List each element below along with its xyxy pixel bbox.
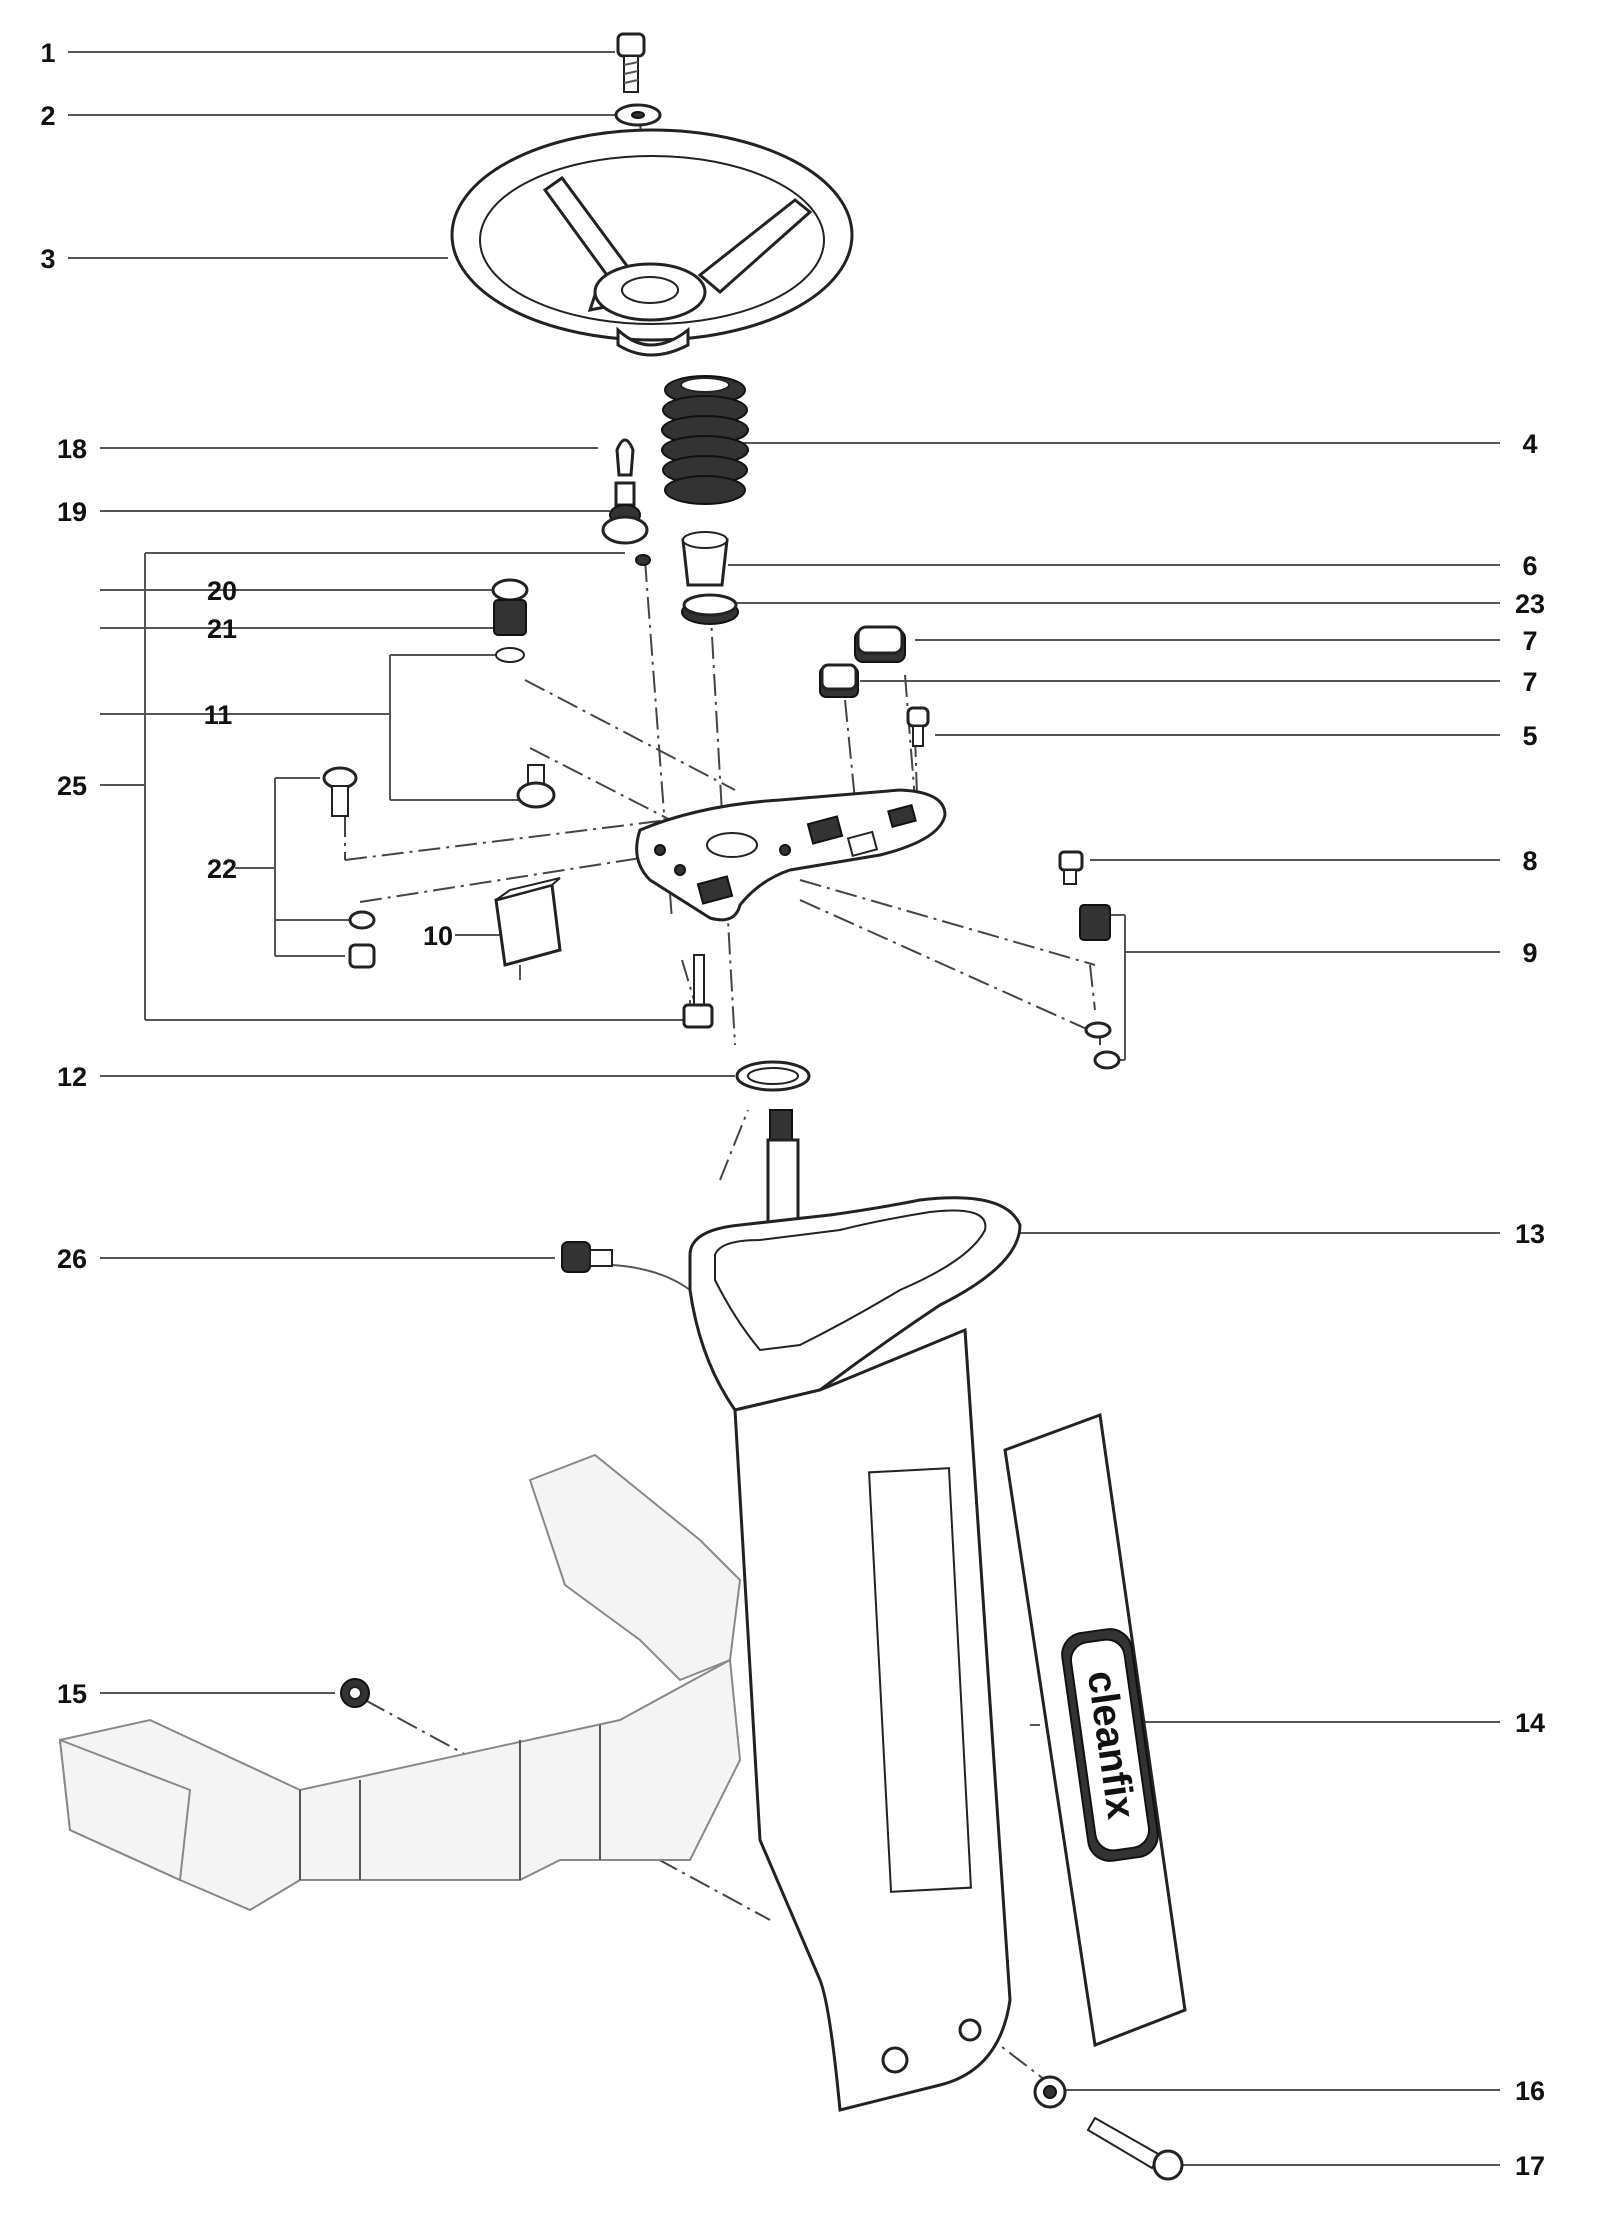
part-15-nut [340,1678,370,1708]
part-17-bolt [1086,2116,1184,2181]
callout-2: 2 [40,101,55,131]
part-18-knob [615,438,635,477]
callout-6: 6 [1522,551,1537,581]
assembly-lines [344,119,1101,2081]
callout-19: 19 [57,497,87,527]
callout-12: 12 [57,1062,87,1092]
callout-14: 14 [1515,1708,1545,1738]
part-13-column-housing [688,1196,1022,2112]
callout-1: 1 [40,38,55,68]
callout-10: 10 [423,921,453,951]
vehicle-frame-phantom [58,1453,742,1912]
part-10-relay [494,877,562,980]
part-9-switch [1079,904,1121,1070]
part-4-bellows [661,375,749,505]
part-5-screw [906,706,930,747]
part-25-key [682,954,714,1029]
part-20-21-indicator [491,578,529,663]
callout-18: 18 [57,434,87,464]
part-16-washer [1033,2075,1067,2109]
callout-23: 23 [1515,589,1545,619]
callout-11: 11 [204,700,233,730]
callout-7a: 7 [1522,626,1537,656]
part-6-bushing [681,531,729,587]
callout-8: 8 [1522,846,1537,876]
callout-21: 21 [207,614,237,644]
part-2-washer [614,103,662,127]
callout-26: 26 [57,1244,87,1274]
callout-25: 25 [57,771,87,801]
callout-17: 17 [1515,2151,1545,2181]
callout-20: 20 [207,576,237,606]
part-14-decal: cleanfix [1003,1412,1187,2048]
callout-4: 4 [1522,429,1537,459]
leader-lines-right [728,442,1500,2166]
part-26-screw [561,1241,613,1273]
part-25-nut [635,554,651,566]
part-1-screw [616,32,646,93]
callout-15: 15 [57,1679,87,1709]
callout-16: 16 [1515,2076,1545,2106]
callout-13: 13 [1515,1219,1545,1249]
part-3-steering-wheel [450,128,854,357]
part-12-ring [735,1060,811,1092]
callout-7b: 7 [1522,667,1537,697]
callout-9: 9 [1522,938,1537,968]
callout-labels: 1 2 3 4 5 6 7 7 8 9 10 11 12 13 14 15 16… [40,38,1545,2181]
callout-5: 5 [1522,721,1537,751]
part-11-stud [516,764,556,809]
callout-22: 22 [207,854,237,884]
callout-3: 3 [40,244,55,274]
part-22-plunger [322,766,376,969]
leader-lines-left [68,51,735,1694]
part-23-cap [681,593,739,625]
part-19-switch [601,481,649,545]
part-8-key [1058,850,1084,885]
part-7-buttons [819,625,906,698]
part-25-control-plate [635,788,947,922]
